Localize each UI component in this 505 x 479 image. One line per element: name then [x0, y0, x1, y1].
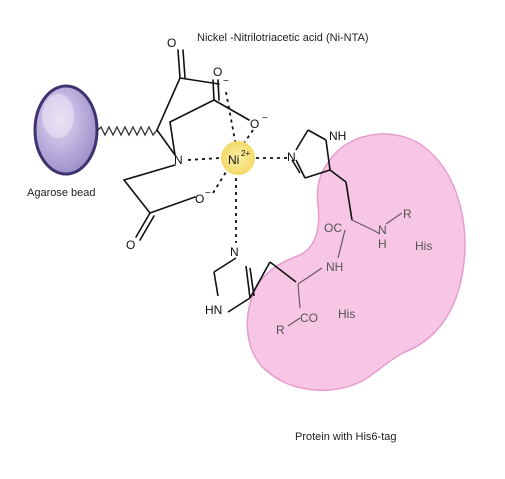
imidazole-upper-nh: NH — [329, 129, 346, 143]
protein-co-lower: CO — [300, 311, 318, 325]
protein-backbone — [287, 212, 403, 327]
nickel-charge: 2+ — [241, 149, 250, 158]
imidazole-lower-n: N — [230, 245, 239, 259]
protein-r-upper: R — [403, 207, 412, 221]
nta-title: Nickel -Nitrilotriacetic acid (Ni-NTA) — [197, 32, 369, 44]
imidazole-upper-n: N — [287, 150, 296, 164]
bead-linker — [96, 125, 158, 137]
atom-o-low: O — [195, 192, 204, 206]
nta-bonds — [123, 49, 250, 241]
atom-o-top-charge: − — [223, 76, 229, 87]
protein-r-lower: R — [276, 323, 285, 337]
nickel-symbol: Ni — [228, 153, 239, 167]
protein-blob — [246, 133, 466, 391]
atom-nitrogen: N — [174, 153, 183, 167]
atom-o-top: O — [213, 65, 222, 79]
atom-o-low-charge: − — [205, 188, 211, 199]
imidazole-upper — [291, 129, 353, 221]
nickel-ion — [221, 141, 255, 175]
protein-label: Protein with His6-tag — [295, 431, 397, 443]
imidazole-lower-hn: HN — [205, 303, 222, 317]
protein-his-lower: His — [338, 307, 355, 321]
atom-o-bottom: O — [126, 238, 135, 252]
bead-label: Agarose bead — [27, 187, 96, 199]
atom-o-mid-charge: − — [262, 113, 268, 124]
bead-highlight — [42, 94, 74, 138]
protein-h-upper: H — [378, 237, 387, 251]
protein-oc: OC — [324, 221, 342, 235]
protein-his-upper: His — [415, 239, 432, 253]
imidazole-lower — [213, 257, 297, 313]
protein-nh-mid: NH — [326, 260, 343, 274]
protein-n-upper: N — [378, 223, 387, 237]
atom-o-top-carbonyl: O — [167, 36, 176, 50]
atom-o-mid: O — [250, 117, 259, 131]
